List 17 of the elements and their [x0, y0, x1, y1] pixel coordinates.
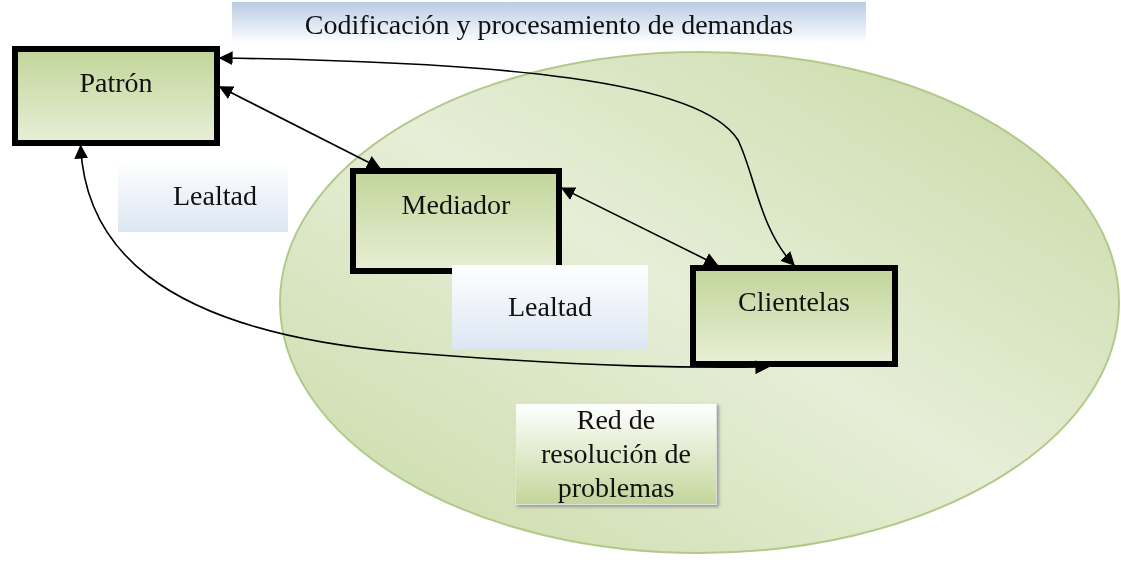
arrow — [75, 144, 770, 375]
process-box — [350, 168, 562, 274]
process-box — [12, 46, 220, 146]
node-label: Lealtad — [173, 179, 257, 213]
node-label: Mediador — [401, 188, 511, 222]
arrow — [218, 86, 381, 169]
node-label: Red de resolución de problemas — [539, 403, 693, 505]
arrow — [218, 51, 795, 267]
process-box — [690, 265, 898, 367]
node-label: Clientelas — [738, 285, 850, 319]
text-box — [452, 265, 648, 349]
ellipse-shape — [278, 50, 1121, 555]
text-box — [515, 403, 717, 505]
arrow — [560, 187, 719, 266]
node-label: Lealtad — [508, 290, 592, 324]
node-label: Codificación y procesamiento de demandas — [304, 8, 794, 42]
node-label: Patrón — [79, 66, 153, 100]
